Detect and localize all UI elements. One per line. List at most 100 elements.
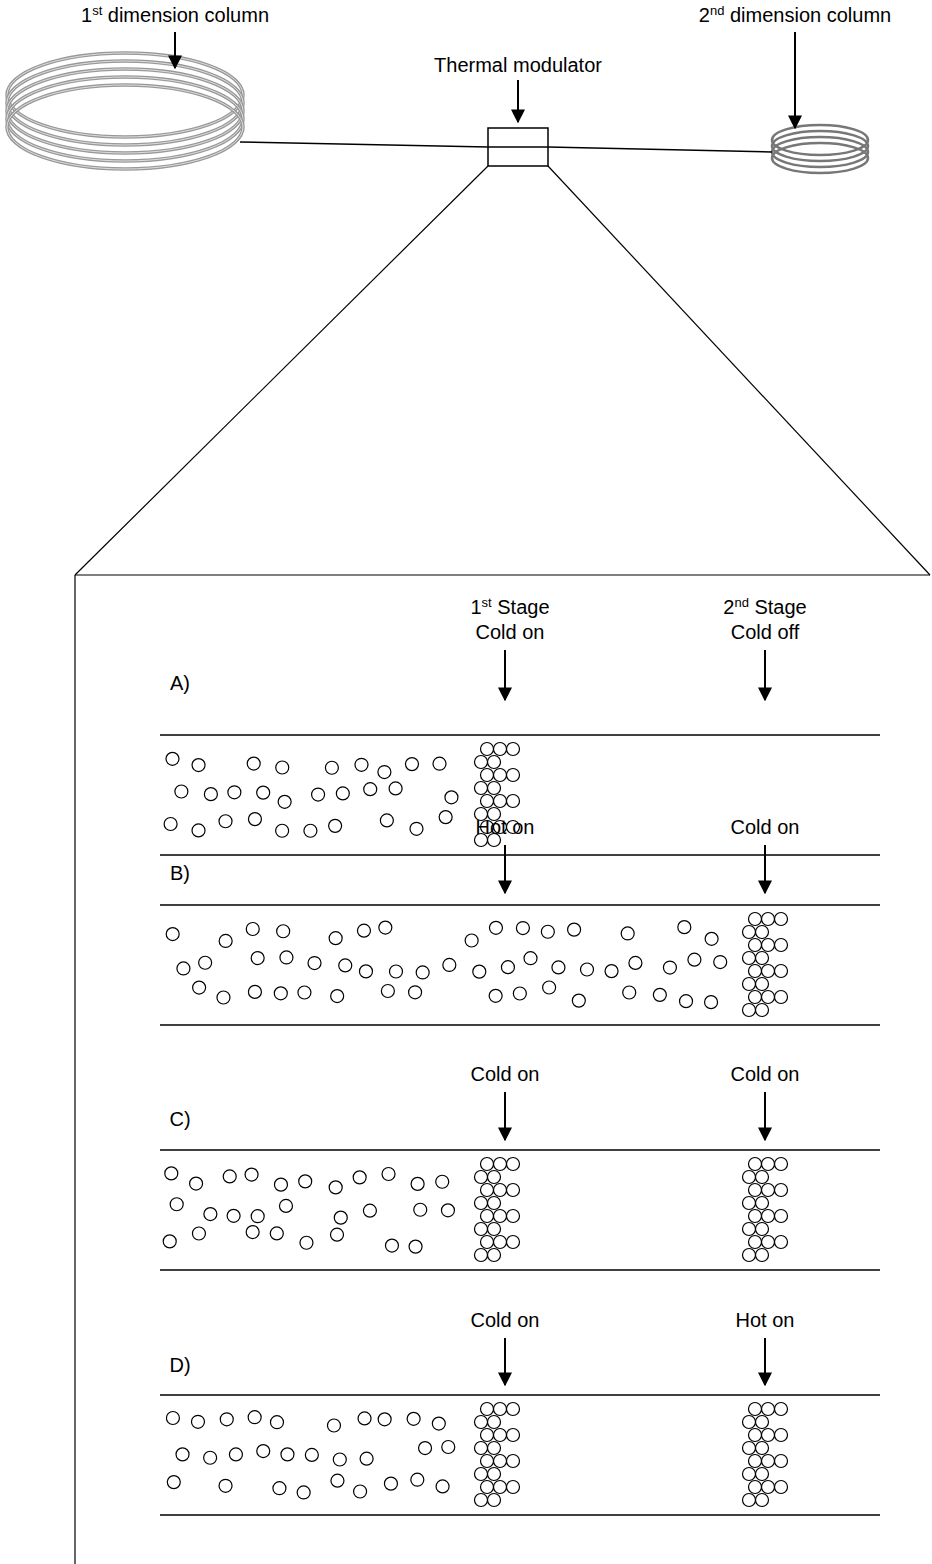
analyte-molecule — [433, 757, 446, 770]
analyte-molecule — [299, 1175, 312, 1188]
analyte-molecule — [379, 921, 392, 934]
analyte-molecule — [488, 782, 501, 795]
column-coil — [772, 143, 868, 173]
analyte-molecule — [308, 957, 321, 970]
analyte-molecule — [439, 811, 452, 824]
analyte-molecule — [775, 1429, 788, 1442]
stage-arrow — [504, 845, 506, 893]
capillary-wall — [160, 1149, 880, 1151]
analyte-molecule — [481, 1429, 494, 1442]
analyte-molecule — [385, 1239, 398, 1252]
analyte-molecule — [568, 923, 581, 936]
analyte-molecule — [501, 961, 514, 974]
analyte-molecule — [488, 1171, 501, 1184]
column-coil — [7, 61, 243, 145]
analyte-molecule — [775, 1403, 788, 1416]
analyte-molecule — [414, 1203, 427, 1216]
analyte-molecule — [489, 989, 502, 1002]
analyte-molecule — [219, 934, 232, 947]
analyte-molecule — [382, 1167, 395, 1180]
analyte-molecule — [164, 818, 177, 831]
analyte-molecule — [749, 1184, 762, 1197]
analyte-molecule — [192, 759, 205, 772]
analyte-molecule — [245, 1168, 258, 1181]
state-label: Hot on — [736, 1309, 795, 1332]
analyte-molecule — [756, 1004, 769, 1017]
analyte-molecule — [756, 1442, 769, 1455]
analyte-molecule — [443, 958, 456, 971]
analyte-molecule — [251, 952, 264, 965]
modulator-box — [488, 128, 548, 166]
analyte-molecule — [331, 1474, 344, 1487]
analyte-molecule — [248, 813, 261, 826]
analyte-molecule — [355, 758, 368, 771]
column-coil-highlight — [7, 85, 243, 169]
analyte-molecule — [775, 1236, 788, 1249]
analyte-molecule — [360, 1452, 373, 1465]
analyte-molecule — [358, 1412, 371, 1425]
pointer-arrow — [517, 80, 519, 122]
analyte-molecule — [176, 1448, 189, 1461]
analyte-molecule — [762, 965, 775, 978]
state-label: Cold on — [731, 816, 800, 839]
analyte-molecule — [331, 990, 344, 1003]
analyte-molecule — [407, 1412, 420, 1425]
analyte-molecule — [246, 1226, 259, 1239]
analyte-molecule — [378, 766, 391, 779]
analyte-molecule — [775, 1455, 788, 1468]
analyte-molecule — [481, 743, 494, 756]
state-label: Cold on — [476, 621, 545, 644]
analyte-molecule — [507, 1481, 520, 1494]
analyte-molecule — [488, 1223, 501, 1236]
analyte-molecule — [756, 978, 769, 991]
analyte-molecule — [363, 1204, 376, 1217]
analyte-molecule — [436, 1175, 449, 1188]
pointer-arrow — [174, 32, 176, 68]
capillary-wall — [160, 1394, 880, 1396]
analyte-molecule — [756, 952, 769, 965]
analyte-molecule — [339, 959, 352, 972]
analyte-molecule — [775, 1184, 788, 1197]
analyte-molecule — [389, 782, 402, 795]
analyte-molecule — [475, 1249, 488, 1262]
state-label: Cold on — [471, 1063, 540, 1086]
analyte-molecule — [680, 995, 693, 1008]
analyte-molecule — [775, 1210, 788, 1223]
analyte-molecule — [481, 1455, 494, 1468]
analyte-molecule — [481, 1184, 494, 1197]
analyte-molecule — [329, 819, 342, 832]
analyte-molecule — [336, 787, 349, 800]
analyte-molecule — [488, 1249, 501, 1262]
analyte-molecule — [653, 988, 666, 1001]
analyte-molecule — [219, 1479, 232, 1492]
analyte-molecule — [445, 791, 458, 804]
analyte-molecule — [743, 1442, 756, 1455]
column-coil-highlight — [7, 69, 243, 153]
analyte-molecule — [494, 795, 507, 808]
analyte-molecule — [775, 1158, 788, 1171]
stage-arrow — [764, 650, 766, 700]
step-letter: C) — [169, 1108, 190, 1131]
analyte-molecule — [756, 1197, 769, 1210]
analyte-molecule — [167, 1476, 180, 1489]
analyte-molecule — [581, 963, 594, 976]
analyte-molecule — [389, 965, 402, 978]
analyte-molecule — [541, 925, 554, 938]
analyte-molecule — [762, 1210, 775, 1223]
analyte-molecule — [247, 757, 260, 770]
analyte-molecule — [775, 1481, 788, 1494]
analyte-molecule — [756, 1494, 769, 1507]
analyte-molecule — [705, 932, 718, 945]
state-label: Hot on — [476, 816, 535, 839]
analyte-molecule — [507, 1236, 520, 1249]
analyte-molecule — [552, 961, 565, 974]
analyte-molecule — [199, 956, 212, 969]
analyte-molecule — [166, 928, 179, 941]
capillary — [488, 146, 548, 148]
column-coil — [772, 137, 868, 167]
analyte-molecule — [749, 965, 762, 978]
column-coil-highlight — [7, 61, 243, 145]
part-label: Thermal modulator — [434, 54, 602, 77]
analyte-molecule — [193, 981, 206, 994]
analyte-molecule — [743, 1223, 756, 1236]
